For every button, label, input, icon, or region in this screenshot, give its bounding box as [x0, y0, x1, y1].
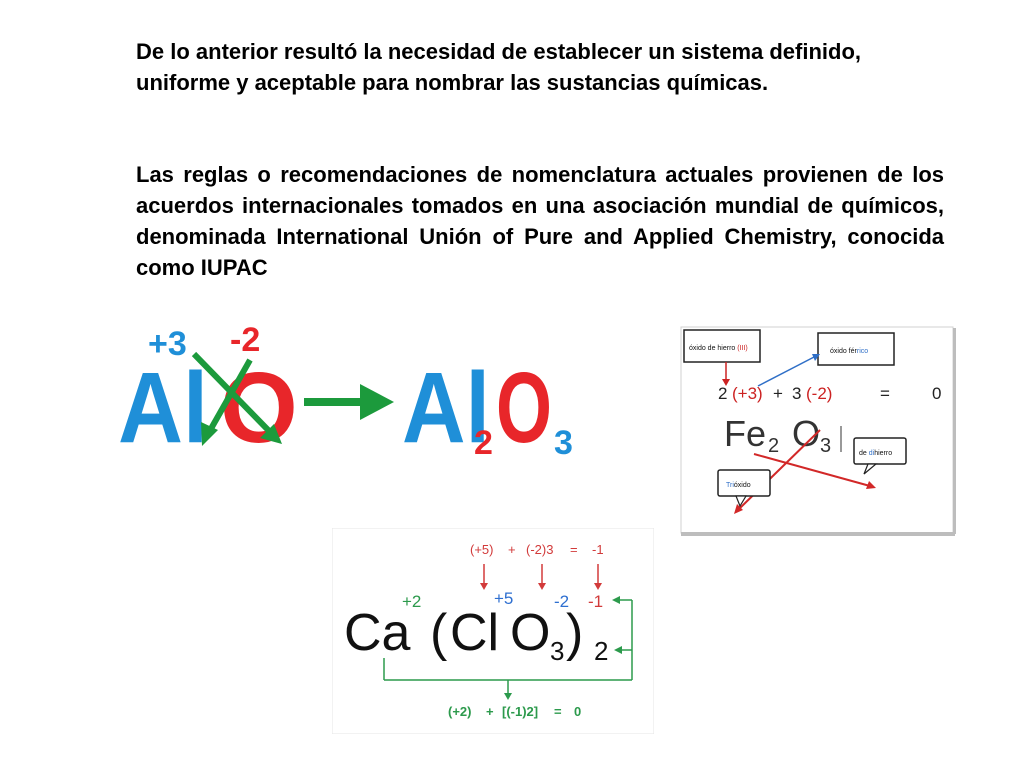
green-connectors — [383, 596, 633, 700]
svg-text:(: ( — [430, 604, 448, 662]
svg-text:[(-1)2]: [(-1)2] — [502, 704, 538, 719]
iupac-paragraph: Las reglas o recomendaciones de nomencla… — [136, 162, 944, 280]
formula: Ca ( Cl O 3 ) 2 — [344, 604, 608, 666]
symbol-fe: Fe — [724, 413, 766, 454]
charge-o-ca: -2 — [554, 592, 569, 611]
product-sub-al: 2 — [474, 424, 493, 462]
svg-text:Ca: Ca — [344, 604, 411, 662]
svg-text:0: 0 — [932, 384, 941, 403]
calcium-chlorate-figure: (+5) + (-2)3 = -1 +2 +5 -2 -1 Ca ( Cl O … — [332, 528, 654, 734]
svg-text:+: + — [773, 384, 783, 403]
svg-text:3: 3 — [550, 636, 564, 666]
box-trioxido: Trióxido — [726, 482, 751, 489]
box-oxido-ferrico: óxido férrico — [830, 348, 868, 355]
svg-text:): ) — [566, 604, 583, 662]
charge-al: +3 — [148, 325, 187, 363]
oxidation-equation: 2 (+3) + 3 (-2) = 0 — [718, 384, 941, 403]
svg-text:-1: -1 — [592, 542, 604, 557]
svg-text:2: 2 — [718, 384, 727, 403]
svg-text:O: O — [510, 604, 550, 662]
charge-cl: +5 — [494, 589, 513, 608]
svg-text:=: = — [880, 384, 890, 403]
svg-text:+: + — [486, 704, 494, 719]
svg-text:(+5): (+5) — [470, 542, 493, 557]
sub-o-fe: 3 — [820, 435, 831, 457]
reaction-arrow — [304, 384, 394, 420]
product-o: O — [496, 352, 552, 462]
symbol-o: O — [220, 352, 298, 462]
svg-text:+: + — [508, 542, 516, 557]
box-oxido-de-hierro: óxido de hierro (III) — [689, 345, 748, 352]
box-de-dihierro: de dihierro — [859, 450, 892, 457]
top-equation: (+5) + (-2)3 = -1 — [470, 542, 604, 557]
svg-text:=: = — [554, 704, 562, 719]
iron-oxide-figure: óxido de hierro (III) óxido férrico 2 (+… — [680, 326, 956, 536]
svg-text:(+3): (+3) — [732, 384, 763, 403]
svg-text:0: 0 — [574, 704, 581, 719]
top-arrows — [480, 564, 602, 590]
charge-group: -1 — [588, 592, 603, 611]
svg-text:2: 2 — [594, 636, 608, 666]
sub-fe: 2 — [768, 435, 779, 457]
svg-text:(-2)3: (-2)3 — [526, 542, 553, 557]
svg-text:3: 3 — [792, 384, 801, 403]
aluminum-oxide-figure: +3 -2 Al O Al 2 O 3 — [118, 322, 573, 462]
bottom-equation: (+2) + [(-1)2] = 0 — [448, 704, 581, 719]
symbol-al: Al — [118, 352, 208, 462]
svg-text:Cl: Cl — [450, 604, 499, 662]
svg-text:(-2): (-2) — [806, 384, 832, 403]
product-sub-o: 3 — [554, 424, 573, 462]
charge-o: -2 — [230, 322, 260, 359]
product-al: Al — [402, 352, 490, 462]
charge-ca: +2 — [402, 592, 421, 611]
svg-text:=: = — [570, 542, 578, 557]
svg-text:(+2): (+2) — [448, 704, 471, 719]
intro-paragraph: De lo anterior resultó la necesidad de e… — [136, 39, 862, 95]
cross-arrows — [191, 351, 282, 446]
